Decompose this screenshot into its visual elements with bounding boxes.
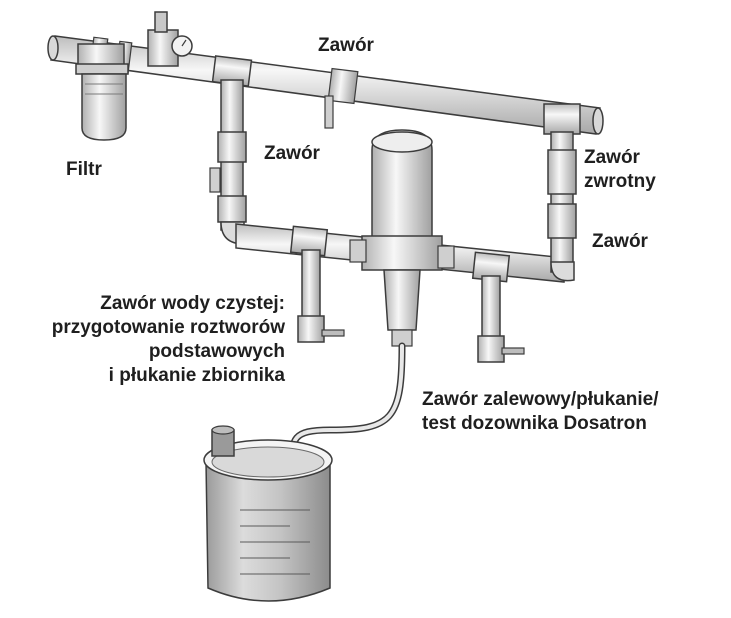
label-valve-top: Zawór xyxy=(318,34,374,58)
flush-valve xyxy=(478,276,524,362)
label-filter: Filtr xyxy=(66,158,102,182)
label-clean-water-line2: przygotowanie roztworów xyxy=(52,316,285,340)
label-flush-line2: test dozownika Dosatron xyxy=(422,412,659,436)
label-check-valve-line2: zwrotny xyxy=(584,170,656,194)
label-check-valve-line1: Zawór xyxy=(584,146,656,170)
top-valve-handle xyxy=(325,96,333,128)
dosatron-pump xyxy=(350,130,454,346)
clean-water-valve xyxy=(298,250,344,342)
filter xyxy=(76,44,128,140)
solution-tank xyxy=(204,426,332,601)
label-clean-water-line3: podstawowych xyxy=(52,340,285,364)
label-valve-right: Zawór xyxy=(592,230,648,254)
label-flush-valve: Zawór zalewowy/płukanie/ test dozownika … xyxy=(422,388,659,436)
label-clean-water-line4: i płukanie zbiornika xyxy=(52,364,285,388)
label-valve-middle: Zawór xyxy=(264,142,320,166)
label-check-valve: Zawór zwrotny xyxy=(584,146,656,194)
label-flush-line1: Zawór zalewowy/płukanie/ xyxy=(422,388,659,412)
bypass-left-leg xyxy=(210,56,251,244)
label-clean-water-line1: Zawór wody czystej: xyxy=(52,292,285,316)
bypass-right-leg xyxy=(544,104,580,281)
label-clean-water-valve: Zawór wody czystej: przygotowanie roztwo… xyxy=(52,292,285,388)
